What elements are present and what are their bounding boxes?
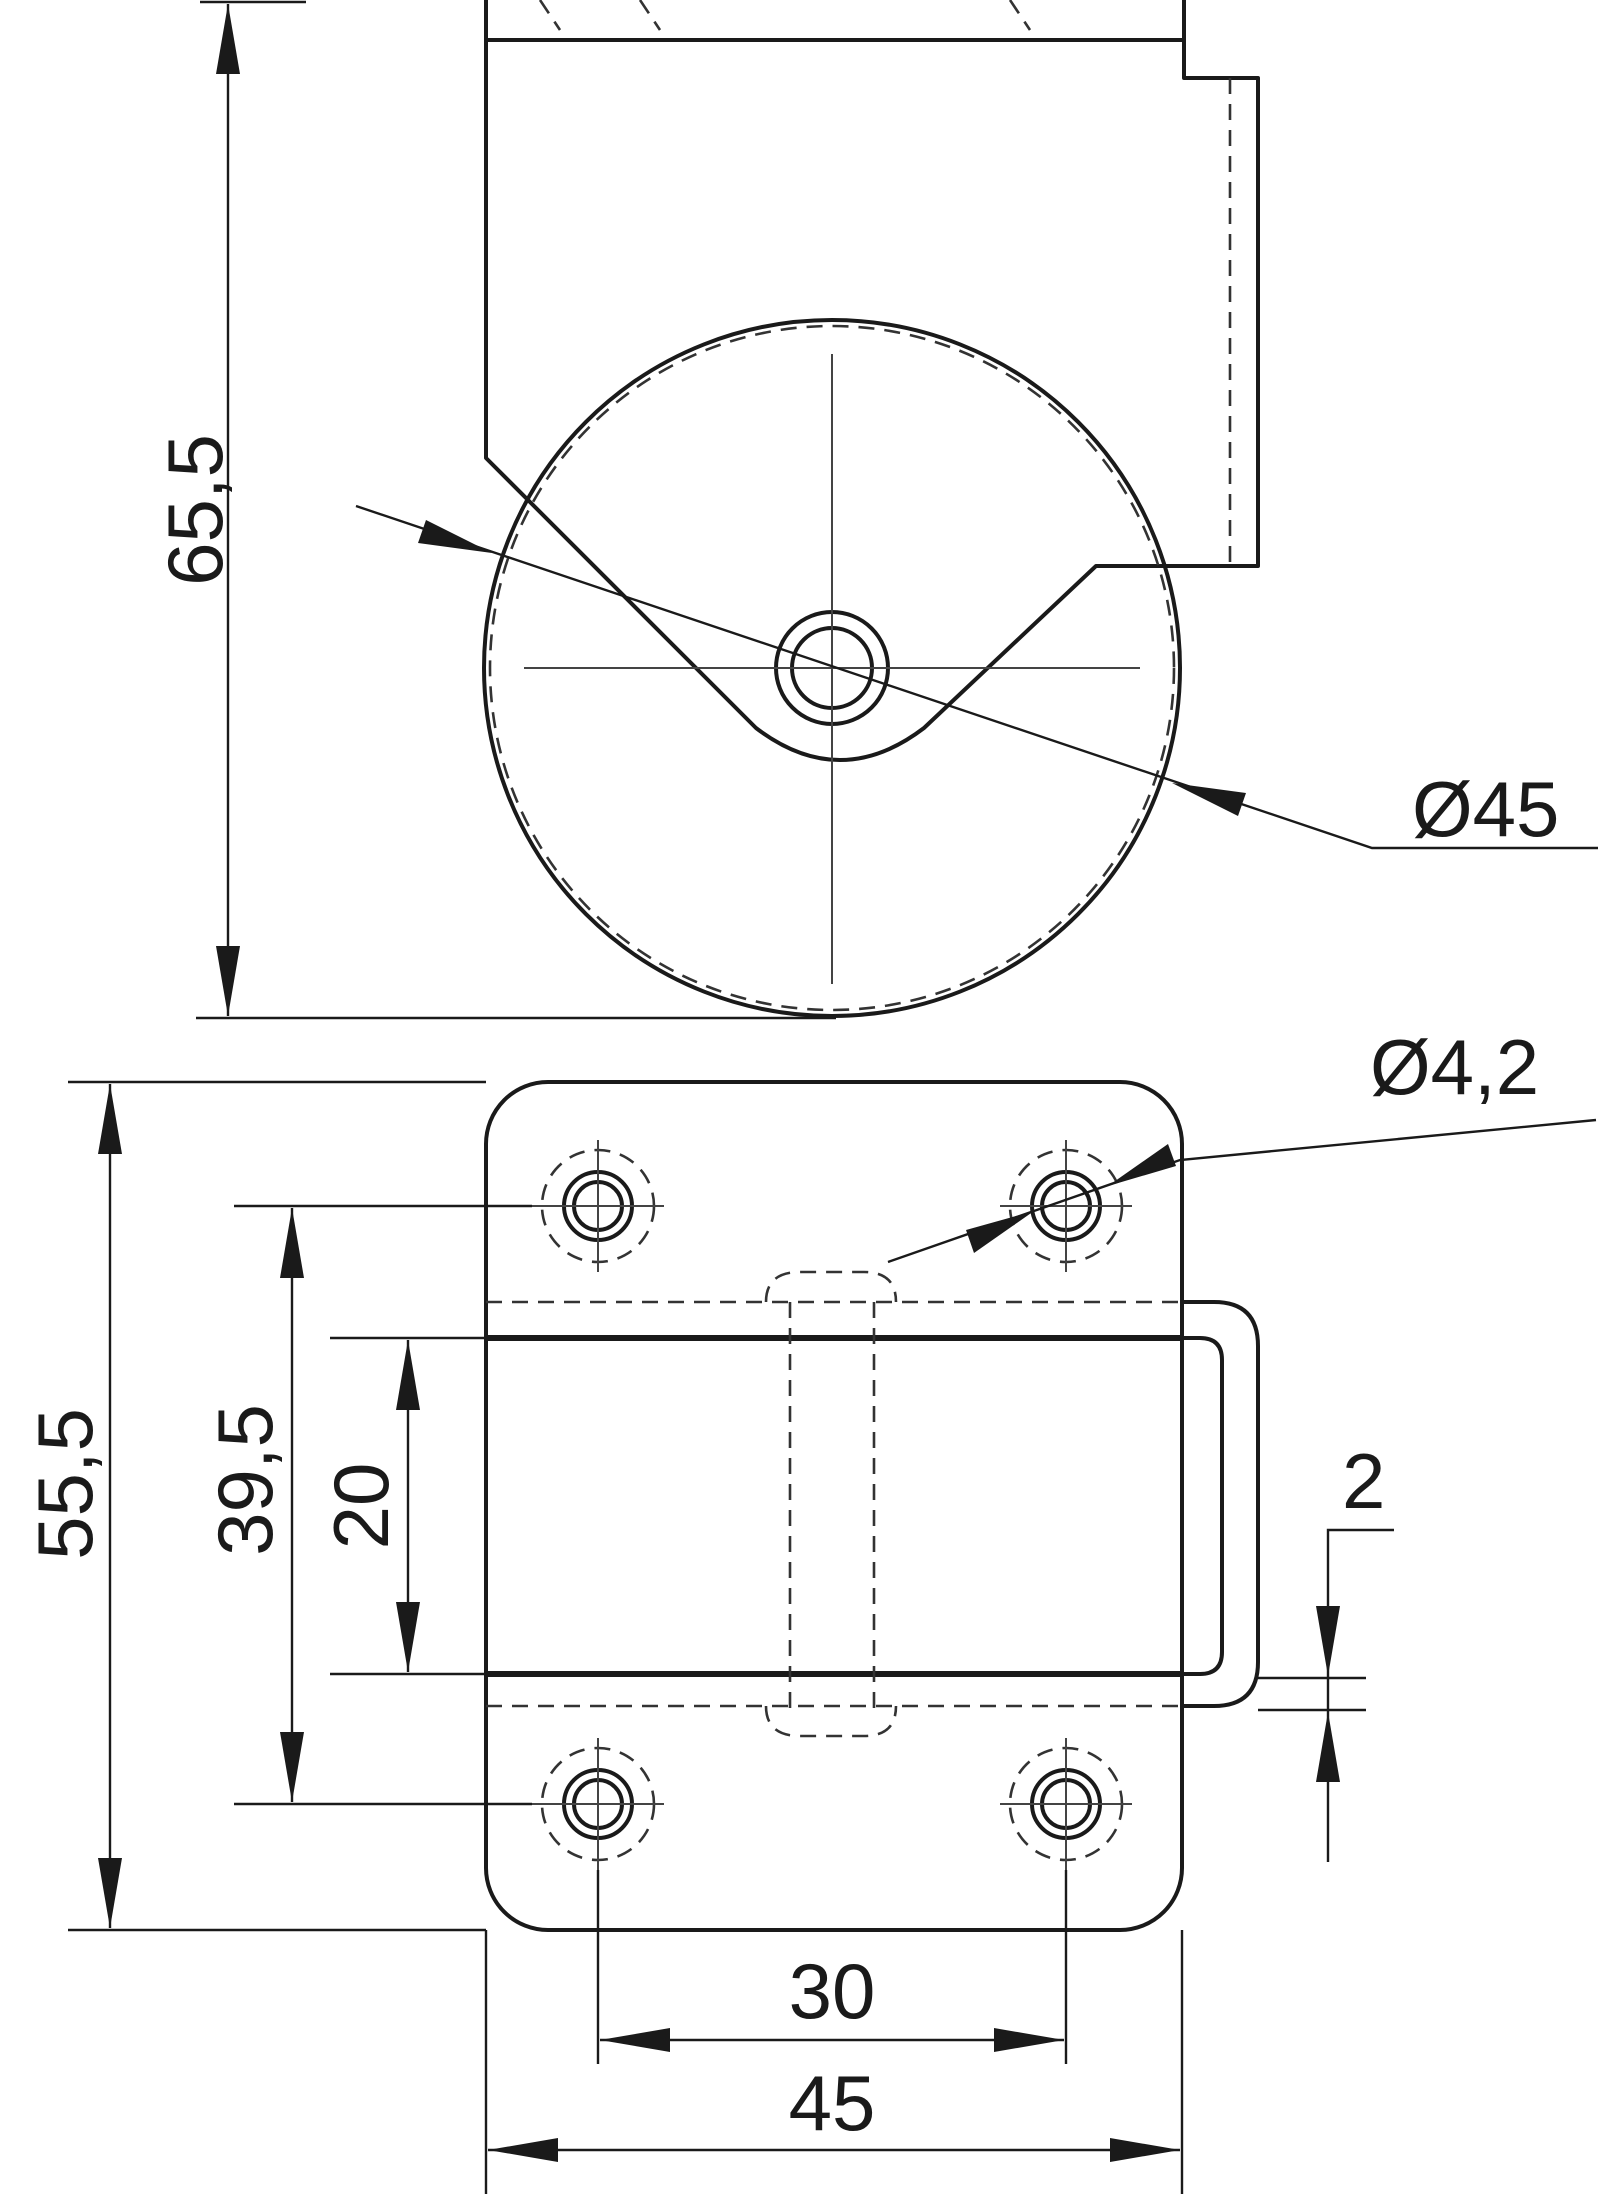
dim-plate-width-label: 45	[789, 2059, 876, 2147]
bracket-loop	[1182, 1300, 1260, 1708]
dim-plate-thickness: 2	[1258, 1437, 1394, 1862]
mounting-hole-bottom-right	[1000, 1738, 1132, 1870]
bracket-loop-inner	[1182, 1336, 1224, 1676]
dim-wheel-diameter: Ø45	[355, 504, 1598, 853]
dim-plate-thickness-label: 2	[1342, 1437, 1385, 1525]
dim-hole-diameter-label: Ø4,2	[1370, 1023, 1539, 1111]
wheel-hidden-arc	[488, 324, 1176, 1012]
dim-hole-diameter: Ø4,2	[887, 1023, 1597, 1264]
dim-bracket-width-label: 20	[317, 1463, 405, 1550]
dim-hole-spacing-wide: 30	[596, 1870, 1068, 2064]
dim-plate-length: 55,5	[21, 1080, 486, 1932]
dim-hole-spacing-long: 39,5	[201, 1204, 532, 1806]
side-view	[482, 0, 1260, 1018]
bracket-outline	[484, 40, 1260, 762]
mounting-hole-bottom-left	[532, 1738, 664, 1870]
wheel	[482, 318, 1182, 1018]
mounting-plate	[484, 1080, 1184, 1932]
dim-total-height-label: 65,5	[151, 434, 239, 586]
dim-total-height: 65,5	[151, 0, 836, 1020]
top-plate-edge	[484, 0, 1186, 42]
axle-slot-hidden	[764, 1270, 898, 1738]
dim-bracket-width: 20	[317, 1336, 486, 1676]
dim-plate-length-label: 55,5	[21, 1408, 109, 1560]
top-view	[484, 1080, 1260, 1932]
mounting-hole-top-left	[532, 1140, 664, 1272]
dim-plate-width: 45	[484, 1930, 1184, 2194]
dim-wheel-diameter-label: Ø45	[1412, 765, 1559, 853]
dim-hole-spacing-long-label: 39,5	[201, 1404, 289, 1556]
dim-hole-spacing-wide-label: 30	[789, 1947, 876, 2035]
top-plate-hidden	[538, 0, 1032, 31]
mounting-hole-top-right	[1000, 1140, 1132, 1272]
